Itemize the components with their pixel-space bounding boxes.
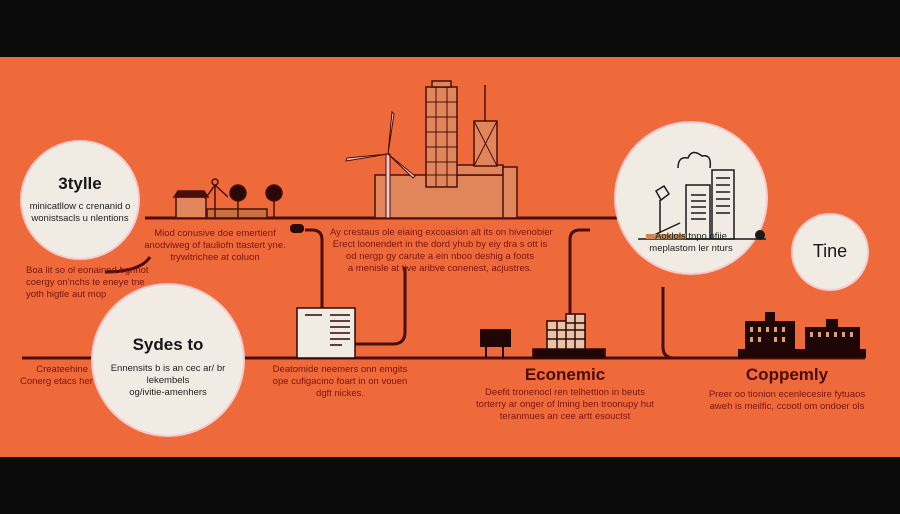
left-upper-caption: Boa lit so ol eonained bgnnot coergy on'… — [26, 265, 149, 301]
city-caption: Ay crestaus ole eiaing excoasion alt its… — [330, 227, 553, 275]
info-circle-tine: Tine — [793, 215, 867, 289]
wind-turbine-icon — [345, 110, 416, 219]
farm-icon — [172, 178, 283, 219]
circle-title: 3tylle — [58, 174, 102, 193]
circle-body-line: og/ivitie-amenhers — [129, 387, 207, 398]
caption-line: Boa lit so ol eonained bgnnot — [26, 265, 149, 276]
diagram-lines — [22, 80, 866, 360]
document-caption: Deatomide neemers onn emgits ope cufigac… — [255, 364, 425, 400]
circle-body-line: minicatllow c crenanid o — [29, 201, 131, 212]
billboard-icon — [480, 329, 511, 358]
town-hall-icon — [738, 312, 866, 358]
farm-caption: Miod conusive doe emertienf anodviweg of… — [130, 228, 300, 264]
caption-line: dgft nickes. — [315, 388, 365, 399]
coppemly-caption: Preer oo tionion ecenlecesire fytuaos aw… — [687, 389, 887, 413]
infographic-canvas: 3tylle minicatllow c crenanid o wonistsa… — [0, 57, 900, 457]
caption-line: teranmues an cee artt esouctst — [499, 411, 631, 422]
circle-body-line: meplastom ler nturs — [649, 243, 733, 254]
section-heading-coppemly: Coppemly — [745, 365, 829, 384]
circle-body-line: Aoklols tnpo ofiie — [655, 231, 727, 242]
economic-caption: Deefit tronenocl ren telhettion in beuts… — [465, 387, 665, 423]
info-circle-sydes: Sydes to Ennensits b is an cec ar/ br le… — [93, 285, 243, 435]
caption-line: Ay crestaus ole eiaing excoasion alt its… — [330, 227, 553, 238]
connector-circle — [661, 287, 675, 360]
circle-title: Tine — [812, 241, 848, 261]
caption-line: trywitrichee at coluon — [170, 252, 260, 263]
connector-left-text — [104, 256, 152, 274]
caption-line: Createehine — [36, 364, 88, 375]
skyscraper-icon — [425, 80, 498, 188]
info-circle-office: Aoklols tnpo ofiie meplastom ler nturs — [616, 123, 766, 273]
circle-body-line: Ennensits b is an cec ar/ br lekembels — [110, 363, 226, 386]
caption-line: Erect loonendert in the dord yhub by eiy… — [332, 239, 548, 250]
left-lower-caption: Createehine Conerg etacs her — [20, 364, 93, 388]
connector-economic — [568, 228, 590, 315]
info-circle-style: 3tylle minicatllow c crenanid o wonistsa… — [22, 142, 138, 258]
caption-line: torterry ar onger of lming ben troonupy … — [476, 399, 654, 410]
caption-line: ope cufigacino foart in on vouen — [272, 376, 408, 387]
pill-marker — [290, 224, 304, 233]
city-office-icon — [638, 151, 766, 240]
office-building-icon — [532, 313, 606, 359]
caption-line: Conerg etacs her — [20, 376, 93, 387]
connector-doc — [305, 228, 324, 309]
caption-line: Deatomide neemers onn emgits — [272, 364, 408, 375]
caption-line: Miod conusive doe emertienf — [154, 228, 276, 239]
section-heading-economic: Econemic — [524, 365, 606, 384]
caption-line: od nergp gy carute a ein nboo deshig a f… — [345, 251, 535, 262]
caption-line: Preer oo tionion ecenlecesire fytuaos — [708, 389, 866, 400]
caption-line: a menisle at tive aribve conenest, acjus… — [347, 263, 533, 274]
caption-line: yoth higtle aut mop — [26, 289, 107, 300]
connector-city — [355, 267, 407, 346]
caption-line: aweh is meilfic, ccootl om ondoer ols — [709, 401, 865, 412]
circle-body-line: wonistsacls u nlentions — [31, 213, 129, 224]
caption-line: anodviweg of fauliofn ttastert yne. — [144, 240, 286, 251]
document-icon — [296, 307, 356, 359]
caption-line: coergy on'nchs te eneye tne — [26, 277, 145, 288]
circle-title: Sydes to — [132, 335, 204, 354]
caption-line: Deefit tronenocl ren telhettion in beuts — [484, 387, 645, 398]
